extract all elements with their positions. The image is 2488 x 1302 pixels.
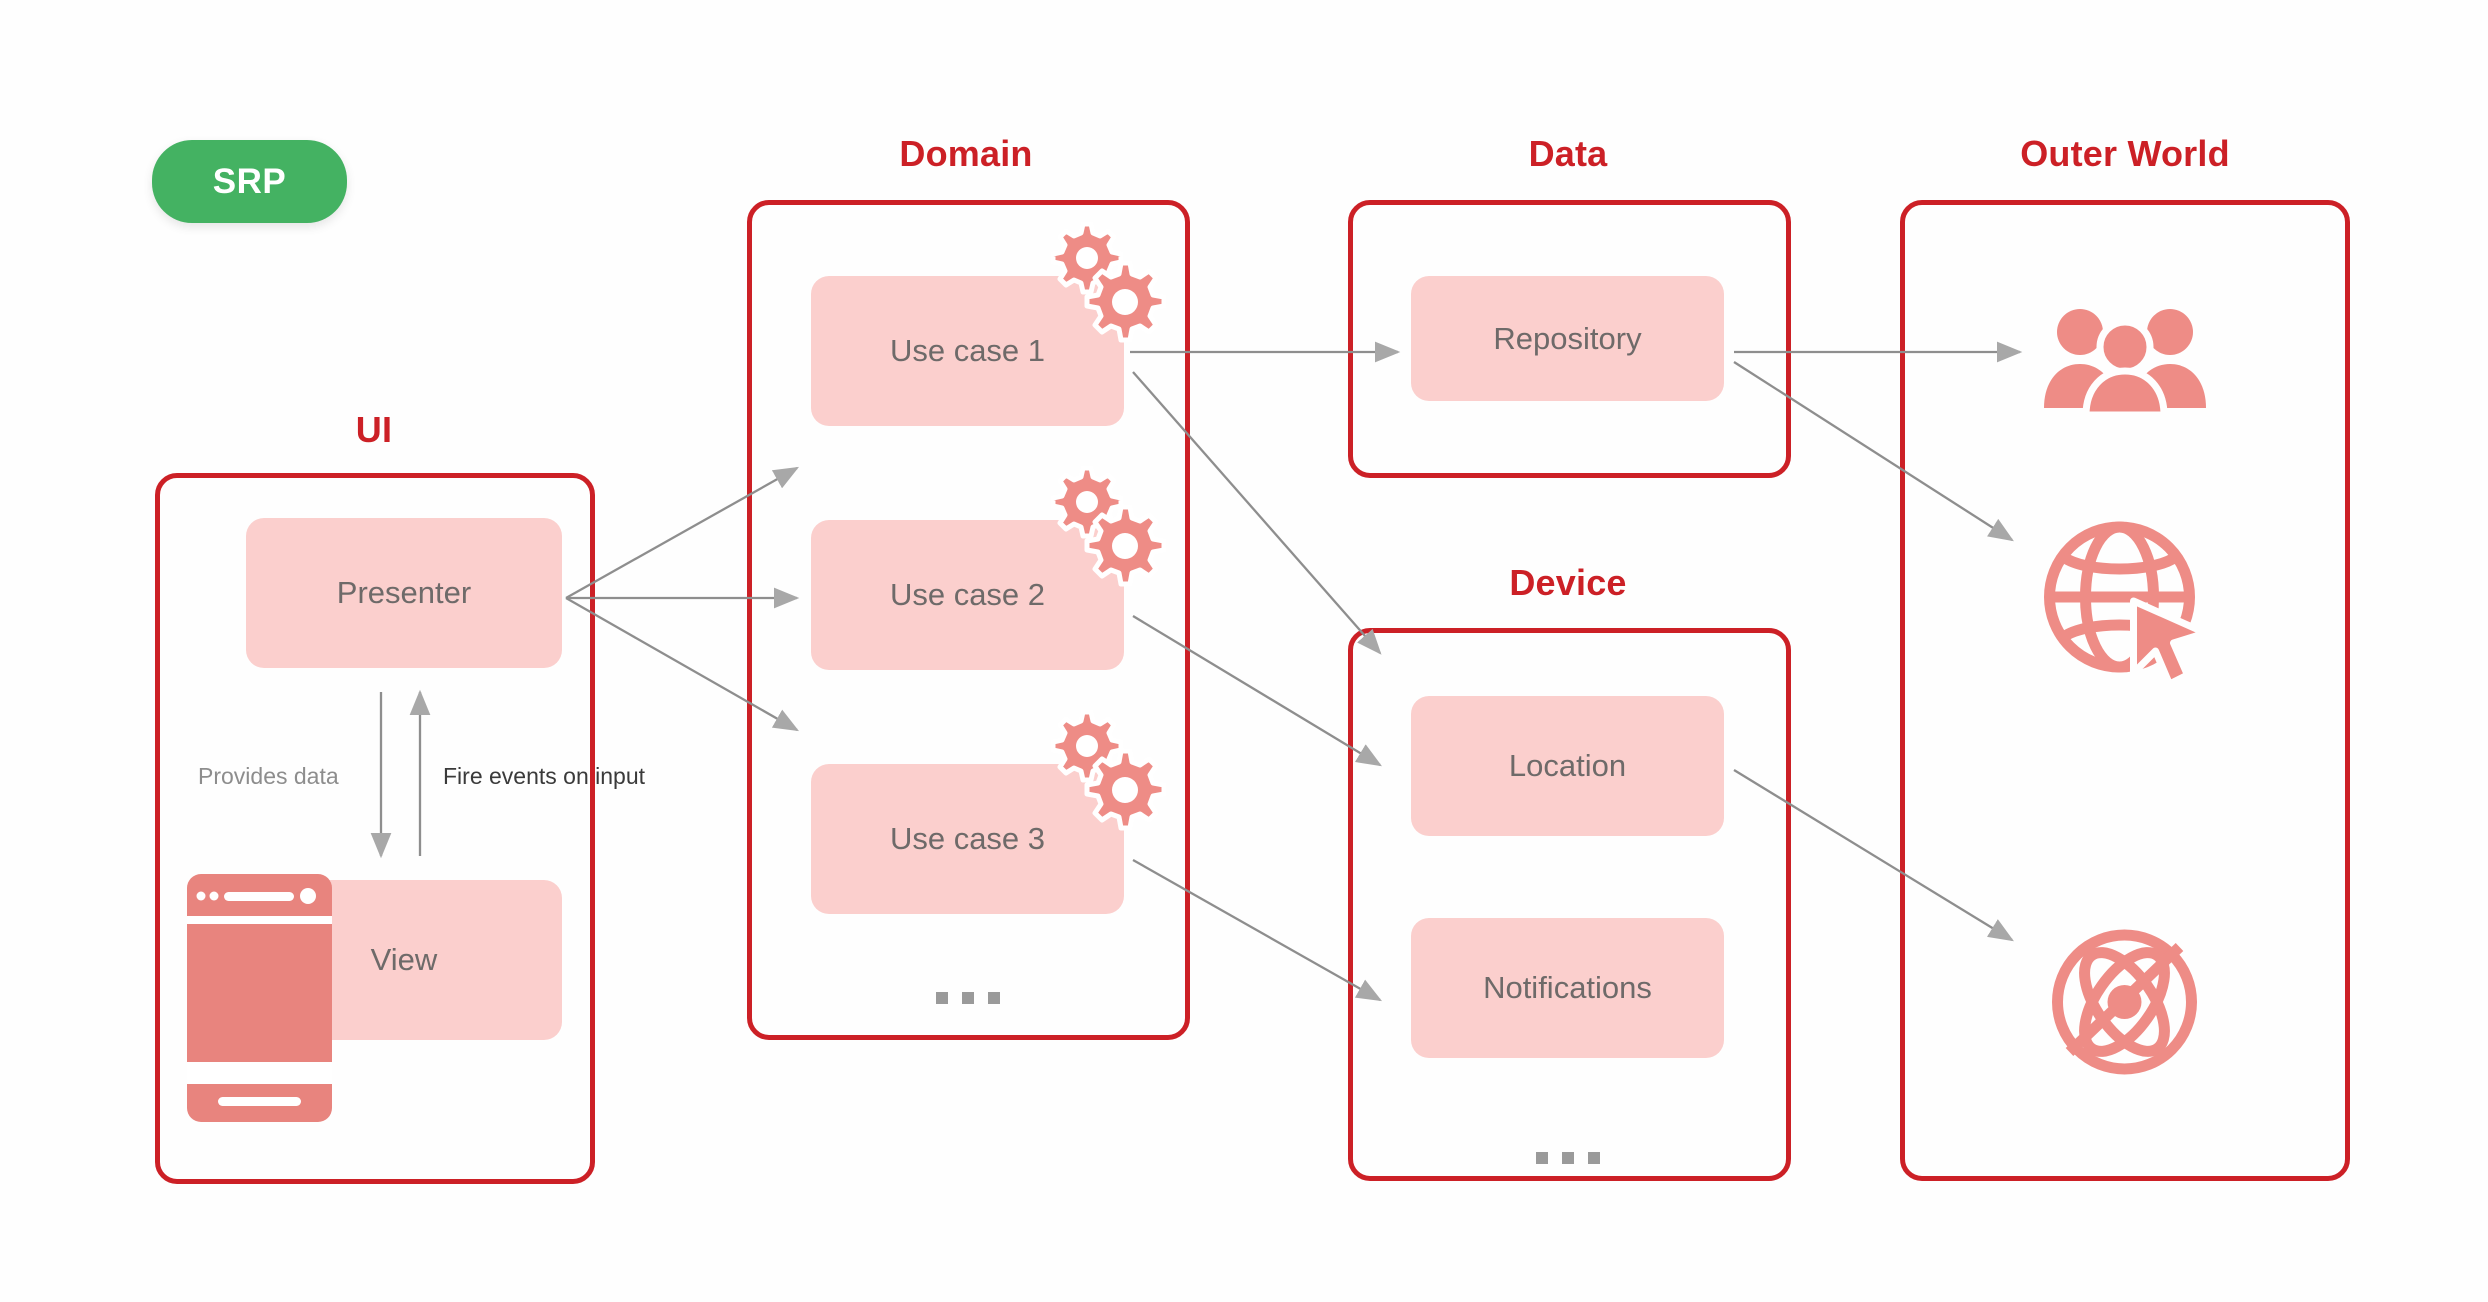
atom-disabled-icon <box>2052 929 2197 1075</box>
gears-icon-use-case-2 <box>1050 465 1167 587</box>
phone-illustration <box>187 874 332 1122</box>
edge-label-provides-data: Provides data <box>198 763 339 789</box>
globe-cursor-icon <box>2044 521 2209 688</box>
group-title-device: Device <box>1509 562 1627 603</box>
card-location[interactable]: Location <box>1411 696 1724 836</box>
people-icon <box>2044 309 2206 415</box>
dot <box>962 992 974 1004</box>
card-notifications[interactable]: Notifications <box>1411 918 1724 1058</box>
dot <box>1588 1152 1600 1164</box>
card-use-case-1[interactable]: Use case 1 <box>811 276 1124 426</box>
card-repository[interactable]: Repository <box>1411 276 1724 401</box>
dot <box>936 992 948 1004</box>
card-use-case-3[interactable]: Use case 3 <box>811 764 1124 914</box>
gears-icon-use-case-1 <box>1050 221 1167 343</box>
dot <box>1562 1152 1574 1164</box>
card-use-case-1-label: Use case 1 <box>889 333 1046 368</box>
group-title-ui: UI <box>355 409 393 450</box>
card-location-label: Location <box>1508 748 1627 783</box>
dot <box>1536 1152 1548 1164</box>
group-title-outer-world: Outer World <box>2020 133 2230 174</box>
card-presenter[interactable]: Presenter <box>246 518 562 668</box>
card-use-case-3-label: Use case 3 <box>889 821 1046 856</box>
group-title-data: Data <box>1528 133 1608 174</box>
card-use-case-2-label: Use case 2 <box>889 577 1046 612</box>
group-box-outer-world <box>1900 200 2350 1181</box>
gears-icon-use-case-3 <box>1050 709 1167 831</box>
dot <box>988 992 1000 1004</box>
group-box-ui <box>155 473 595 1184</box>
card-repository-label: Repository <box>1493 320 1642 356</box>
srp-badge: SRP <box>152 140 347 223</box>
card-presenter-label: Presenter <box>336 575 472 610</box>
domain-more-dots <box>936 992 1000 1004</box>
group-box-data <box>1348 200 1791 478</box>
card-view-label: View <box>370 942 438 977</box>
group-title-domain: Domain <box>899 133 1033 174</box>
device-more-dots <box>1536 1152 1600 1164</box>
edge-label-fire-events: Fire events on input <box>443 763 646 789</box>
card-notifications-label: Notifications <box>1483 970 1652 1005</box>
card-use-case-2[interactable]: Use case 2 <box>811 520 1124 670</box>
srp-badge-label: SRP <box>212 161 287 201</box>
